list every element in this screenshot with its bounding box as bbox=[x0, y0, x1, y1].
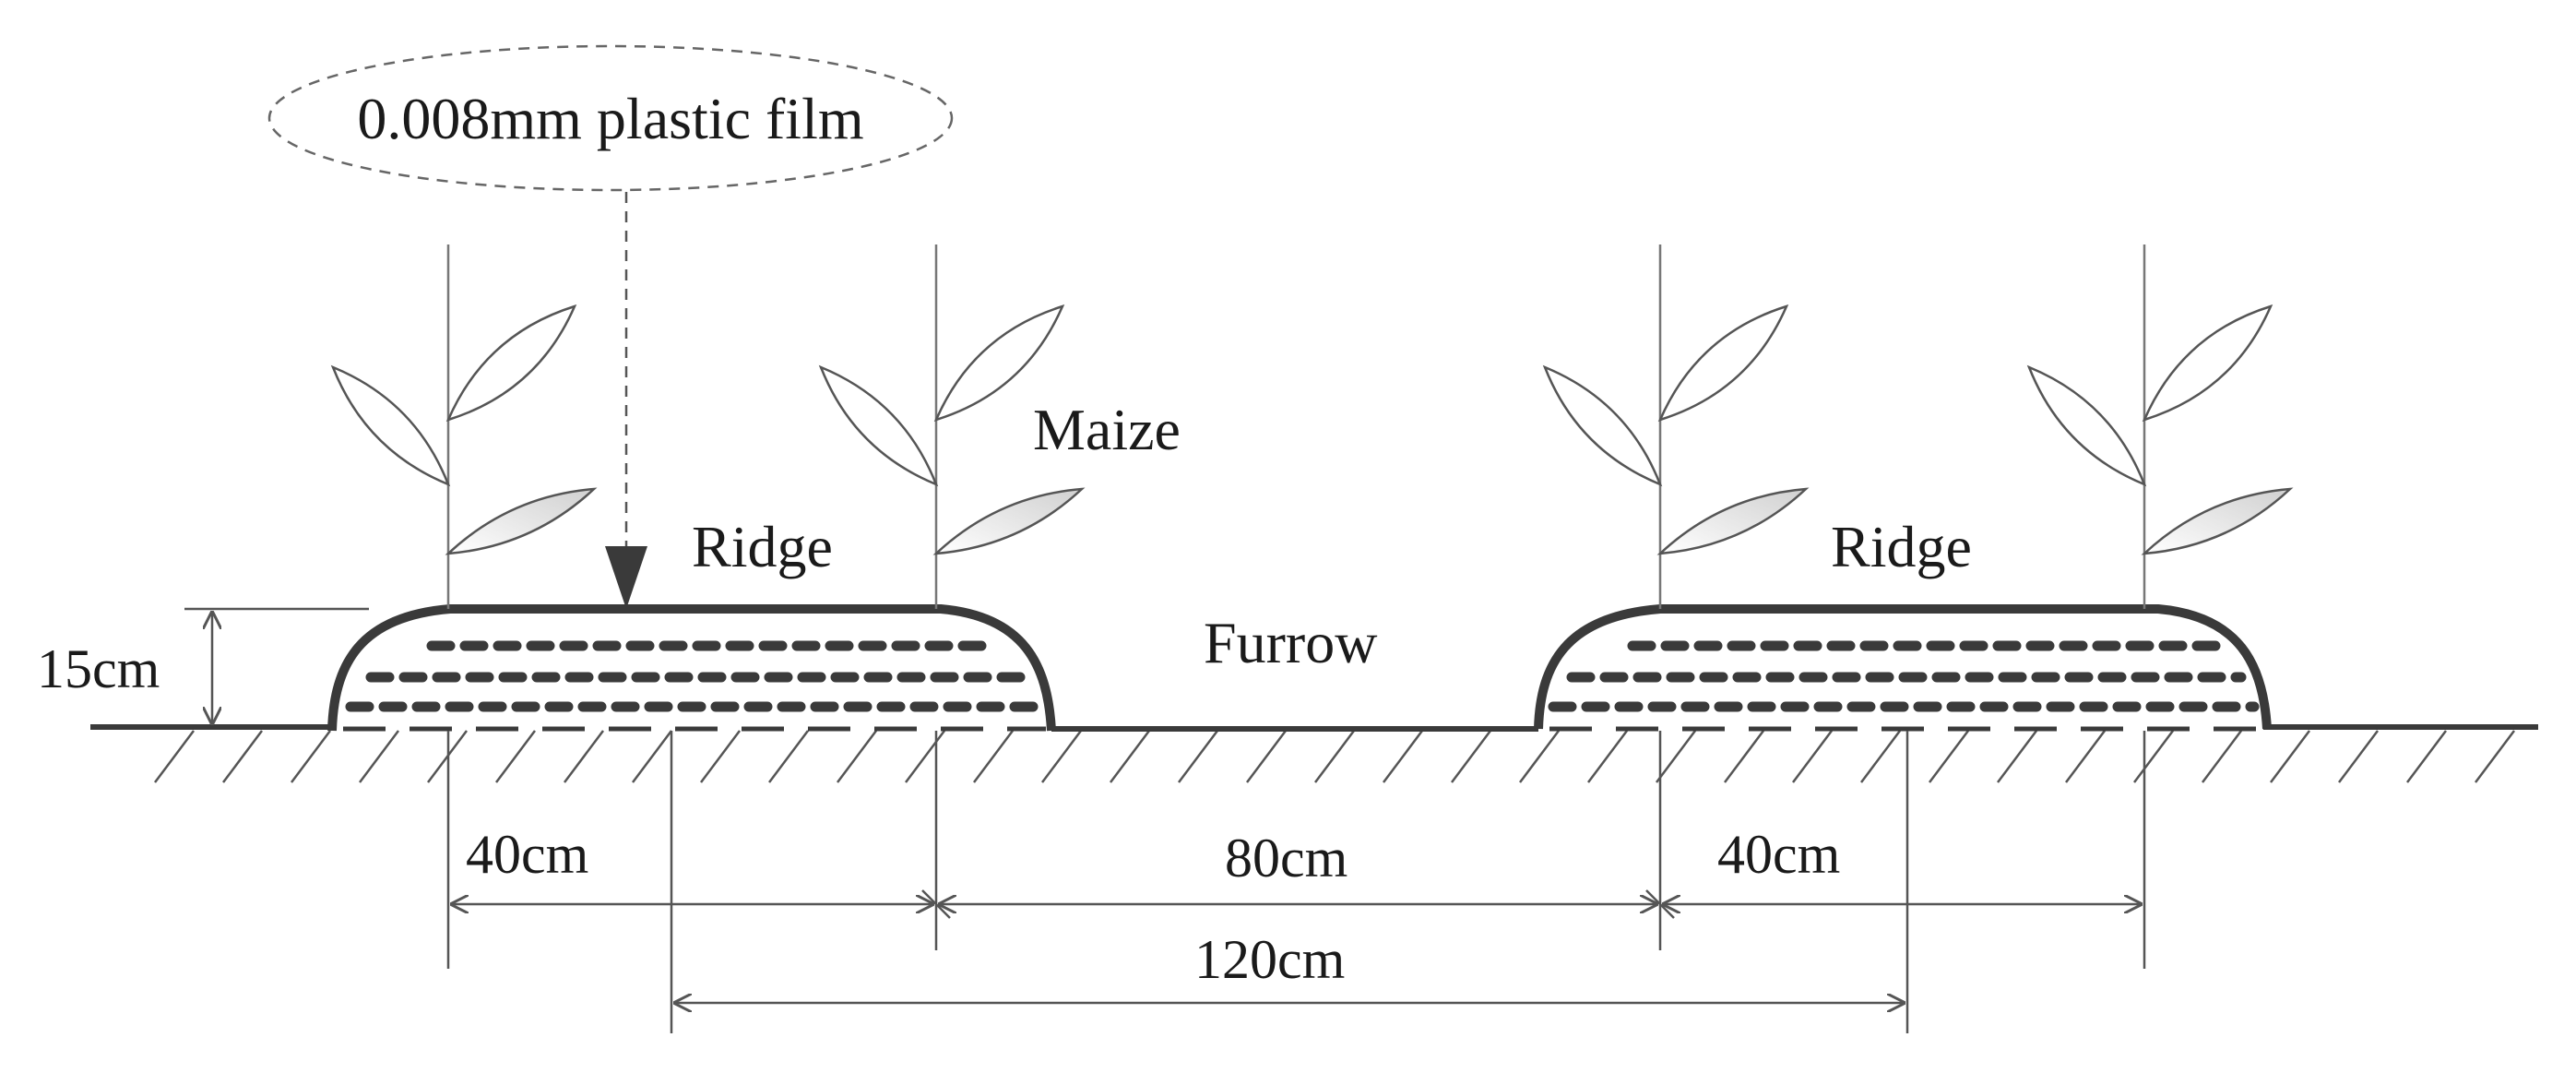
height-dimension: 15cm bbox=[37, 607, 369, 723]
hatch-mark bbox=[1587, 730, 1628, 783]
width-total-label: 120cm bbox=[1194, 929, 1345, 990]
hatch-mark bbox=[632, 730, 672, 783]
ridge-left bbox=[327, 604, 1056, 732]
ridge-left-outline bbox=[327, 604, 1056, 732]
width-left-label: 40cm bbox=[466, 824, 588, 885]
hatch-mark bbox=[700, 730, 741, 783]
hatch-mark bbox=[837, 730, 877, 783]
furrow-label: Furrow bbox=[1204, 610, 1377, 675]
hatch-mark bbox=[973, 730, 1014, 783]
hatch-mark bbox=[1178, 730, 1218, 783]
maize-leaf bbox=[2026, 364, 2147, 487]
tick bbox=[921, 889, 951, 919]
hatch-mark bbox=[2338, 730, 2379, 783]
hatch-mark bbox=[1860, 730, 1901, 783]
hatch-mark bbox=[154, 730, 195, 783]
maize-leaf bbox=[2141, 487, 2294, 555]
tick bbox=[1645, 889, 1675, 919]
hatch-mark bbox=[1656, 730, 1696, 783]
hatch-mark bbox=[1929, 730, 1969, 783]
film-label: 0.008mm plastic film bbox=[357, 86, 863, 151]
maize-plant bbox=[1542, 244, 1810, 609]
hatch-mark bbox=[1110, 730, 1150, 783]
hatch-mark bbox=[1246, 730, 1287, 783]
hatch-mark bbox=[2270, 730, 2310, 783]
hatch-mark bbox=[1314, 730, 1355, 783]
hatch-mark bbox=[2133, 730, 2174, 783]
hatch-mark bbox=[1451, 730, 1491, 783]
film-callout-ellipse bbox=[267, 44, 954, 192]
maize-leaf bbox=[1656, 487, 1810, 555]
maize-leaf bbox=[330, 364, 451, 487]
hatch-mark bbox=[2406, 730, 2447, 783]
hatch-mark bbox=[1724, 730, 1764, 783]
hatch-mark bbox=[222, 730, 263, 783]
hatch-mark bbox=[905, 730, 945, 783]
hatch-mark bbox=[2475, 730, 2515, 783]
ground-hatching bbox=[154, 730, 2515, 783]
maize-leaf bbox=[818, 364, 939, 487]
maize-leaf bbox=[445, 487, 598, 555]
maize-label: Maize bbox=[1033, 397, 1181, 462]
hatch-mark bbox=[291, 730, 331, 783]
hatch-mark bbox=[564, 730, 604, 783]
hatch-mark bbox=[1997, 730, 2037, 783]
hatch-mark bbox=[1041, 730, 1082, 783]
ridge-right bbox=[1534, 604, 2272, 732]
maize-plants bbox=[330, 244, 2294, 609]
hatch-mark bbox=[1792, 730, 1833, 783]
maize-plant bbox=[2026, 244, 2294, 609]
hatch-mark bbox=[495, 730, 536, 783]
film-callout: 0.008mm plastic film bbox=[267, 44, 954, 609]
film-arrow-head bbox=[605, 546, 647, 609]
hatch-mark bbox=[1383, 730, 1423, 783]
ridge-left-label: Ridge bbox=[692, 514, 833, 579]
maize-leaf bbox=[932, 487, 1086, 555]
hatch-mark bbox=[768, 730, 809, 783]
maize-plant bbox=[330, 244, 598, 609]
maize-leaf bbox=[933, 304, 1065, 423]
ridge-right-label: Ridge bbox=[1831, 514, 1972, 579]
maize-leaf bbox=[1657, 304, 1789, 423]
maize-plant bbox=[818, 244, 1086, 609]
maize-leaf bbox=[2142, 304, 2273, 423]
maize-leaf bbox=[1542, 364, 1663, 487]
ground bbox=[90, 724, 2538, 732]
hatch-mark bbox=[2202, 730, 2242, 783]
height-label: 15cm bbox=[37, 638, 160, 699]
hatch-mark bbox=[359, 730, 399, 783]
hatch-mark bbox=[1519, 730, 1560, 783]
hatch-mark bbox=[2065, 730, 2106, 783]
maize-leaf bbox=[445, 304, 577, 423]
width-mid-label: 80cm bbox=[1225, 828, 1347, 888]
width-right-label: 40cm bbox=[1717, 824, 1840, 885]
width-dimensions: 40cm 80cm 40cm 120cm bbox=[446, 731, 2146, 1033]
